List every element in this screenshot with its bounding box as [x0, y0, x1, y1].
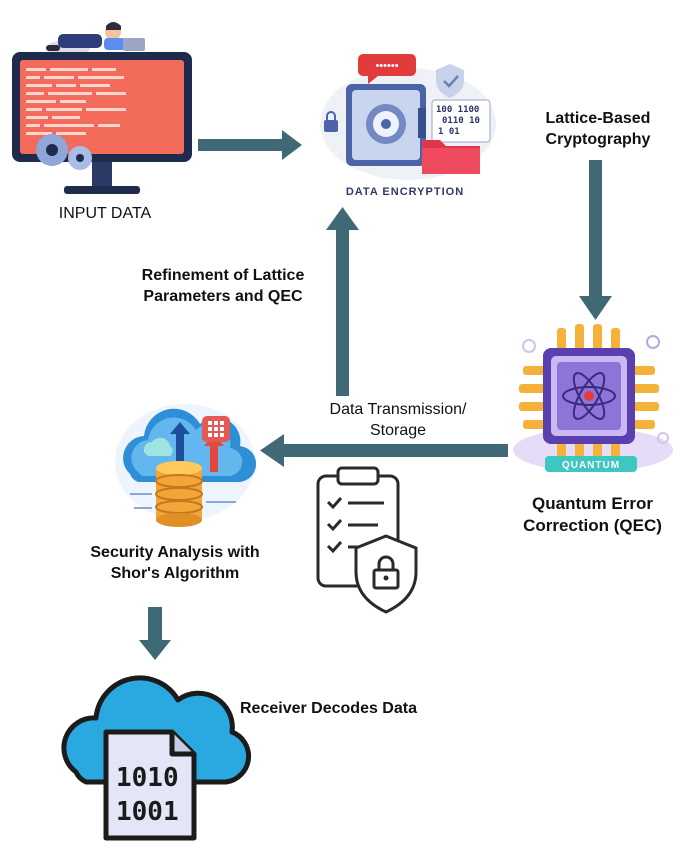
lattice-label: Lattice-Based Cryptography [528, 108, 668, 150]
security-analysis-line1: Security Analysis with [90, 544, 260, 561]
qec-label-line1: Quantum Error [532, 494, 653, 513]
receiver-label: Receiver Decodes Data [240, 700, 417, 717]
data-encryption-caption: DATA ENCRYPTION [345, 186, 465, 198]
refinement-label-line1: Refinement of Lattice [141, 267, 305, 284]
security-analysis-label: Security Analysis with Shor's Algorithm [70, 542, 280, 584]
pin-dots: •••••• [375, 60, 398, 72]
binary-line: 1 01 [438, 127, 460, 137]
binary-line: 100 1100 [436, 105, 479, 115]
data-encryption-illustration: •••••• 100 1100 0110 10 1 01 [320, 54, 496, 180]
input-data-label: INPUT DATA [58, 205, 152, 222]
qec-label-line2: Correction (QEC) [523, 516, 662, 535]
transmission-label: Data Transmission/ Storage [310, 399, 486, 441]
input-data-illustration [12, 22, 192, 194]
quantum-tag: QUANTUM [562, 460, 620, 471]
clipboard-shield-icon [316, 466, 418, 614]
receiver-binary-line: 1010 [116, 763, 179, 793]
security-analysis-line2: Shor's Algorithm [110, 565, 240, 582]
receiver-binary-line: 1001 [116, 797, 179, 827]
lattice-label-line2: Cryptography [545, 131, 651, 148]
lattice-label-line1: Lattice-Based [545, 110, 651, 127]
transmission-label-line1: Data Transmission/ [329, 401, 467, 418]
svg-text:100 1100 0110 10 1 01: 100 1100 0110 10 1 01 [436, 105, 485, 137]
transmission-label-line2: Storage [369, 422, 427, 439]
refinement-label: Refinement of Lattice Parameters and QEC [118, 265, 328, 307]
refinement-label-line2: Parameters and QEC [143, 288, 303, 305]
receiver-cloud-file-illustration: 1010 1001 [61, 675, 252, 841]
qec-label: Quantum Error Correction (QEC) [500, 493, 685, 537]
svg-text:1010 1001: 1010 1001 [116, 763, 194, 827]
binary-line: 0110 10 [442, 116, 480, 126]
quantum-chip-illustration: QUANTUM [513, 324, 673, 472]
cloud-database-illustration [115, 404, 257, 527]
